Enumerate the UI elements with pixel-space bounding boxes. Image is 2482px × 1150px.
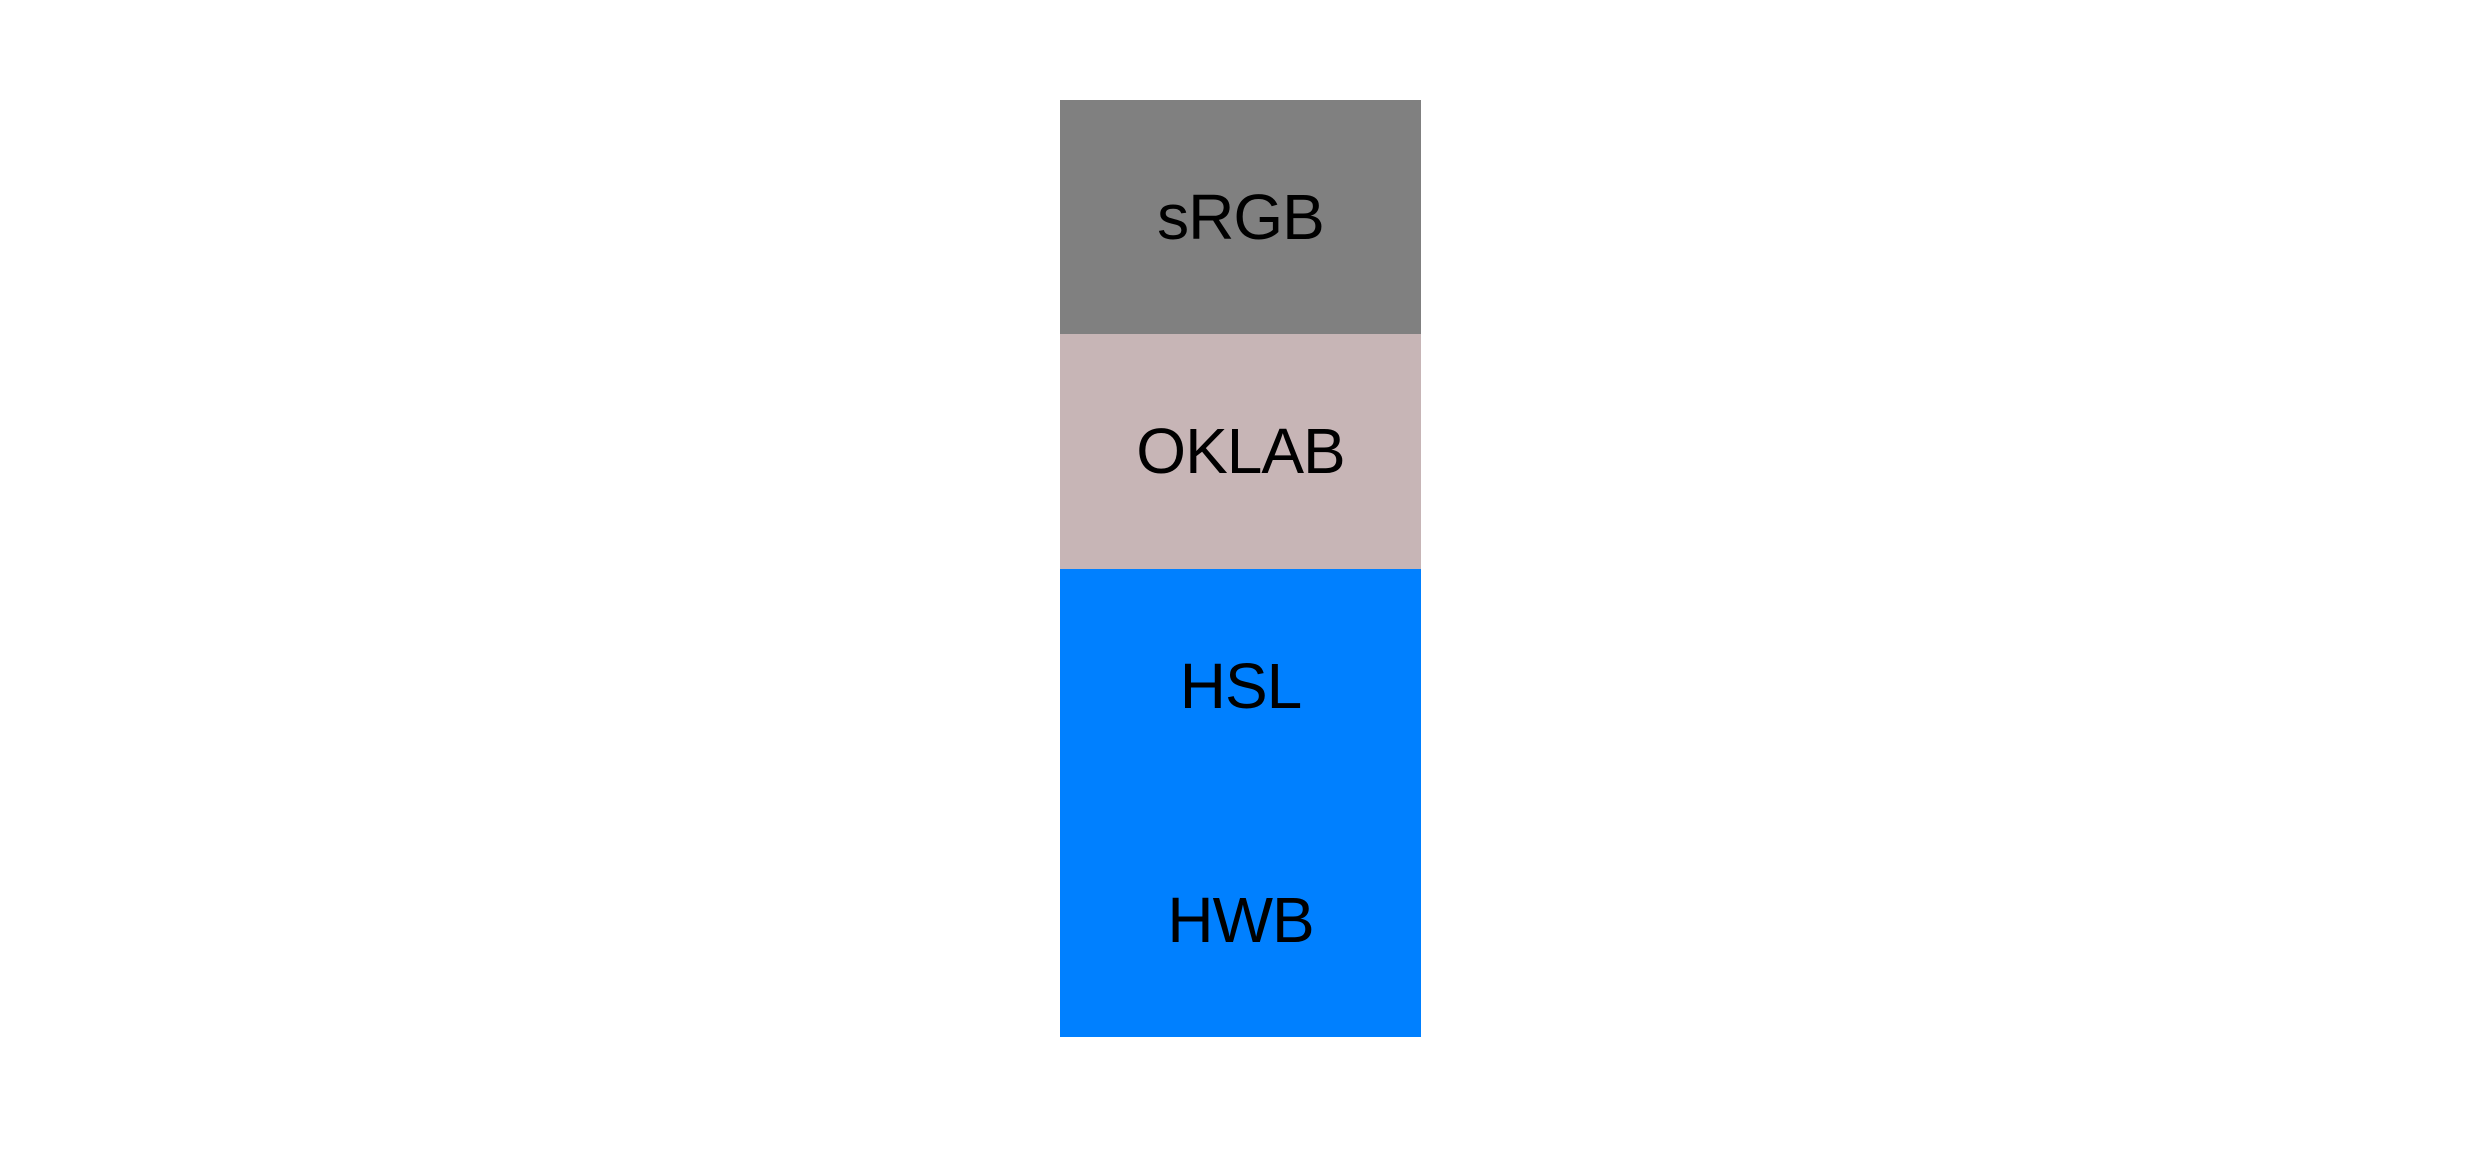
color-space-swatch-stack: sRGB OKLAB HSL HWB — [1060, 100, 1421, 1037]
swatch-hwb: HWB — [1060, 802, 1421, 1037]
swatch-hsl: HSL — [1060, 568, 1421, 803]
swatch-oklab: OKLAB — [1060, 334, 1421, 569]
swatch-label-hwb: HWB — [1167, 883, 1314, 956]
swatch-label-oklab: OKLAB — [1136, 415, 1345, 488]
swatch-srgb: sRGB — [1060, 100, 1421, 335]
swatch-label-hsl: HSL — [1179, 649, 1302, 722]
swatch-label-srgb: sRGB — [1157, 181, 1325, 254]
